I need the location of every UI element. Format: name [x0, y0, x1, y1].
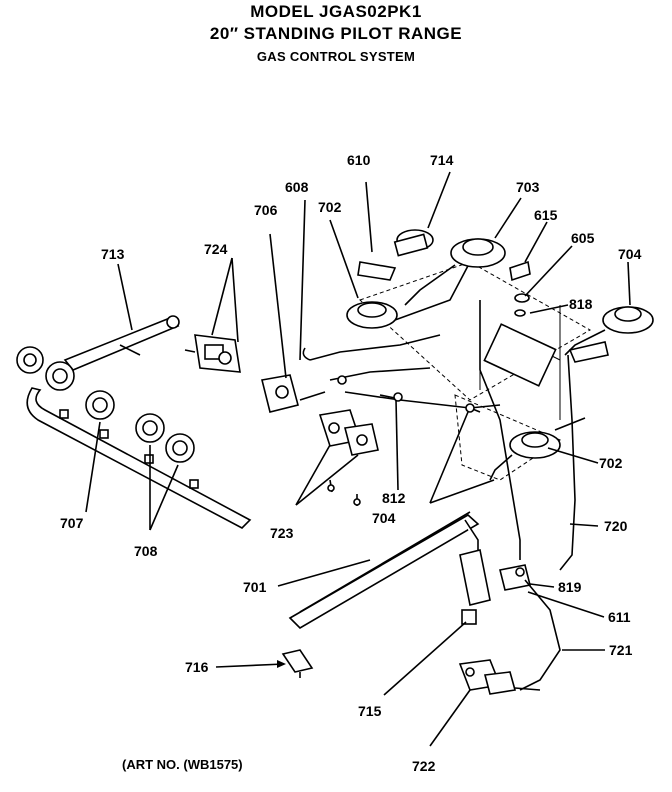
- label-610: 610: [347, 152, 371, 168]
- burner-703: [404, 238, 506, 306]
- burner-714: [393, 229, 434, 257]
- label-716: 716: [185, 659, 209, 675]
- label-702-right: 702: [599, 455, 623, 471]
- valves-723: [318, 409, 379, 506]
- label-723: 723: [270, 525, 294, 541]
- model-title: MODEL JGAS02PK1: [250, 2, 422, 21]
- safety-valve-722: [458, 659, 541, 695]
- burner-702-right: [489, 417, 586, 481]
- label-720: 720: [604, 518, 628, 534]
- label-615: 615: [534, 207, 558, 223]
- burner-702-left: [346, 261, 471, 329]
- label-704-bottom: 704: [372, 510, 396, 526]
- label-818: 818: [569, 296, 593, 312]
- label-704-top: 704: [618, 246, 642, 262]
- label-812: 812: [382, 490, 406, 506]
- label-715: 715: [358, 703, 382, 719]
- label-608: 608: [285, 179, 309, 195]
- label-708: 708: [134, 543, 158, 559]
- bracket-716: [281, 649, 314, 678]
- valve-724: [184, 334, 241, 373]
- thermostat-706: [261, 374, 326, 413]
- label-714: 714: [430, 152, 454, 168]
- label-724: 724: [204, 241, 228, 257]
- burner-704: [564, 306, 654, 363]
- pilot-tube-713: [63, 315, 180, 371]
- label-713: 713: [101, 246, 125, 262]
- label-702-top: 702: [318, 199, 342, 215]
- label-819: 819: [558, 579, 582, 595]
- manifold-pipe: [16, 346, 252, 529]
- leader-lines: [85, 171, 631, 747]
- pilot-615-605-818: [509, 260, 531, 317]
- range-subtitle: 20″ STANDING PILOT RANGE: [209, 24, 463, 43]
- burner-box: [359, 261, 592, 481]
- bracket-610: [357, 261, 397, 281]
- tubing: [302, 300, 576, 571]
- oven-burner-701: [288, 511, 561, 691]
- callout-labels: 610 714 608 702 703 706 615 605 713 724 …: [60, 152, 642, 774]
- art-number: (ART NO. (WB1575): [122, 757, 243, 772]
- label-721: 721: [609, 642, 633, 658]
- label-611: 611: [608, 609, 631, 625]
- label-703: 703: [516, 179, 540, 195]
- label-706: 706: [254, 202, 278, 218]
- section-title: GAS CONTROL SYSTEM: [256, 49, 416, 64]
- label-605: 605: [571, 230, 595, 246]
- label-707: 707: [60, 515, 84, 531]
- label-701: 701: [243, 579, 267, 595]
- label-722: 722: [412, 758, 436, 774]
